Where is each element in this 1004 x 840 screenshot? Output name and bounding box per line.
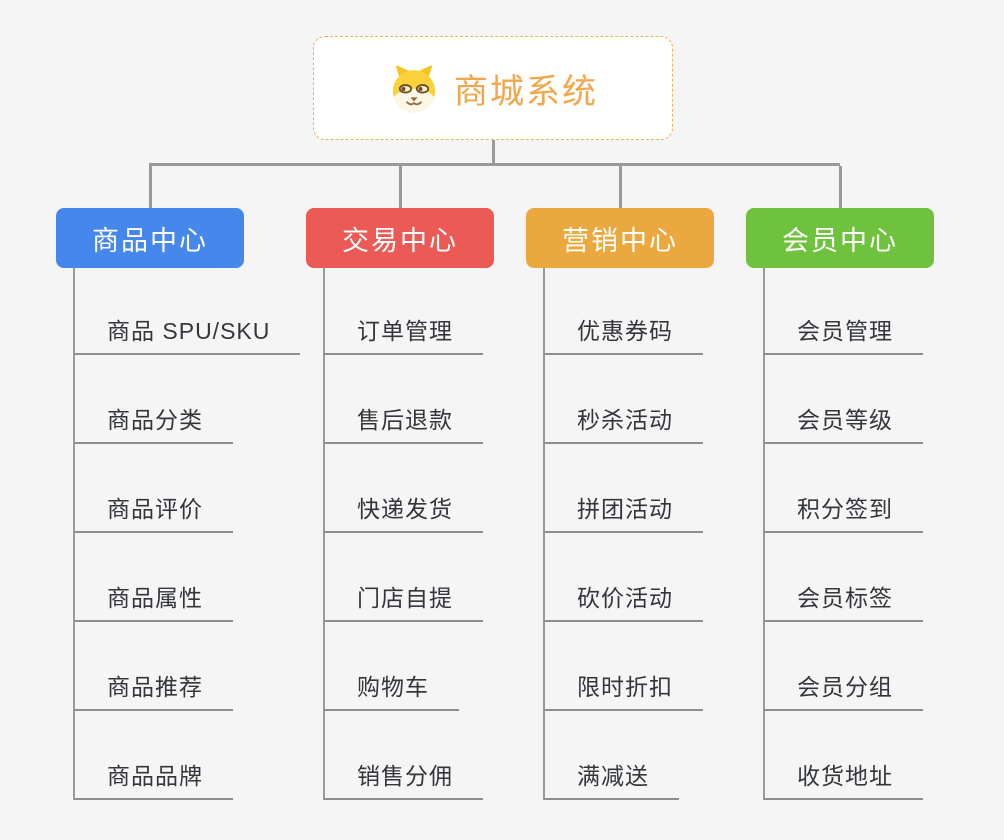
branch-items: 会员管理 会员等级 积分签到 会员标签 会员分组 收货地址 <box>763 268 934 800</box>
branch-box[interactable]: 交易中心 <box>306 208 494 268</box>
branch-box[interactable]: 营销中心 <box>526 208 714 268</box>
sub-item[interactable]: 商品 SPU/SKU <box>73 268 301 355</box>
branch-items: 商品 SPU/SKU 商品分类 商品评价 商品属性 商品推荐 商品品牌 <box>73 268 301 800</box>
sub-item-label: 拼团活动 <box>577 496 673 522</box>
sub-item[interactable]: 积分签到 <box>763 444 923 533</box>
connector-drop-1 <box>148 166 152 208</box>
connector-drop-3 <box>618 166 622 208</box>
branch-items: 订单管理 售后退款 快递发货 门店自提 购物车 销售分佣 <box>323 268 494 800</box>
sub-item[interactable]: 会员等级 <box>763 355 923 444</box>
sub-item[interactable]: 收货地址 <box>763 711 923 800</box>
sub-item-label: 商品评价 <box>107 496 203 522</box>
sub-item[interactable]: 商品评价 <box>73 444 233 533</box>
sub-item[interactable]: 商品分类 <box>73 355 233 444</box>
sub-item[interactable]: 砍价活动 <box>543 533 703 622</box>
sub-item-label: 积分签到 <box>797 496 893 522</box>
branch-column-3: 营销中心 优惠券码 秒杀活动 拼团活动 砍价活动 限时折扣 满减送 <box>526 208 714 800</box>
sub-item-label: 限时折扣 <box>577 674 673 700</box>
sub-item-label: 订单管理 <box>357 318 453 344</box>
branch-column-2: 交易中心 订单管理 售后退款 快递发货 门店自提 购物车 销售分佣 <box>306 208 494 800</box>
sub-item-label: 砍价活动 <box>577 585 673 611</box>
sub-item-label: 收货地址 <box>797 763 893 789</box>
sub-item-label: 商品属性 <box>107 585 203 611</box>
dog-face-icon <box>388 62 440 114</box>
sub-item[interactable]: 秒杀活动 <box>543 355 703 444</box>
connector-drop-2 <box>398 166 402 208</box>
sub-item[interactable]: 商品品牌 <box>73 711 233 800</box>
sub-item[interactable]: 售后退款 <box>323 355 483 444</box>
branch-label: 会员中心 <box>782 225 898 256</box>
branch-label: 营销中心 <box>562 225 678 256</box>
branch-box[interactable]: 会员中心 <box>746 208 934 268</box>
branch-box[interactable]: 商品中心 <box>56 208 244 268</box>
sub-item[interactable]: 购物车 <box>323 622 459 711</box>
sub-item-label: 满减送 <box>577 763 649 789</box>
sub-item[interactable]: 满减送 <box>543 711 679 800</box>
sub-item-label: 会员等级 <box>797 407 893 433</box>
sub-item[interactable]: 会员标签 <box>763 533 923 622</box>
sub-item-label: 售后退款 <box>357 407 453 433</box>
branch-label: 商品中心 <box>92 225 208 256</box>
sub-item[interactable]: 快递发货 <box>323 444 483 533</box>
sub-item-label: 商品推荐 <box>107 674 203 700</box>
sub-item[interactable]: 会员分组 <box>763 622 923 711</box>
sub-item-label: 销售分佣 <box>357 763 453 789</box>
branch-column-1: 商品中心 商品 SPU/SKU 商品分类 商品评价 商品属性 商品推荐 商品品牌 <box>56 208 301 800</box>
sub-item-label: 门店自提 <box>357 585 453 611</box>
sub-item[interactable]: 商品属性 <box>73 533 233 622</box>
root-title: 商城系统 <box>454 72 598 111</box>
sub-item-label: 快递发货 <box>357 496 453 522</box>
sub-item-label: 商品品牌 <box>107 763 203 789</box>
sub-item[interactable]: 优惠券码 <box>543 268 703 355</box>
sub-item-label: 会员标签 <box>797 585 893 611</box>
branch-items: 优惠券码 秒杀活动 拼团活动 砍价活动 限时折扣 满减送 <box>543 268 714 800</box>
connector-drop-4 <box>838 166 842 208</box>
connector-root-stub <box>491 140 495 166</box>
sub-item-label: 会员管理 <box>797 318 893 344</box>
sub-item[interactable]: 订单管理 <box>323 268 483 355</box>
branch-label: 交易中心 <box>342 225 458 256</box>
branch-column-4: 会员中心 会员管理 会员等级 积分签到 会员标签 会员分组 收货地址 <box>746 208 934 800</box>
sub-item[interactable]: 拼团活动 <box>543 444 703 533</box>
sub-item-label: 商品 SPU/SKU <box>107 318 271 344</box>
sub-item[interactable]: 销售分佣 <box>323 711 483 800</box>
sub-item-label: 商品分类 <box>107 407 203 433</box>
root-node[interactable]: 商城系统 <box>313 36 673 140</box>
connector-horizontal <box>148 163 840 166</box>
sub-item[interactable]: 会员管理 <box>763 268 923 355</box>
sub-item[interactable]: 限时折扣 <box>543 622 703 711</box>
sub-item-label: 会员分组 <box>797 674 893 700</box>
sub-item[interactable]: 商品推荐 <box>73 622 233 711</box>
sub-item[interactable]: 门店自提 <box>323 533 483 622</box>
sub-item-label: 秒杀活动 <box>577 407 673 433</box>
sub-item-label: 购物车 <box>357 674 429 700</box>
sub-item-label: 优惠券码 <box>577 318 673 344</box>
